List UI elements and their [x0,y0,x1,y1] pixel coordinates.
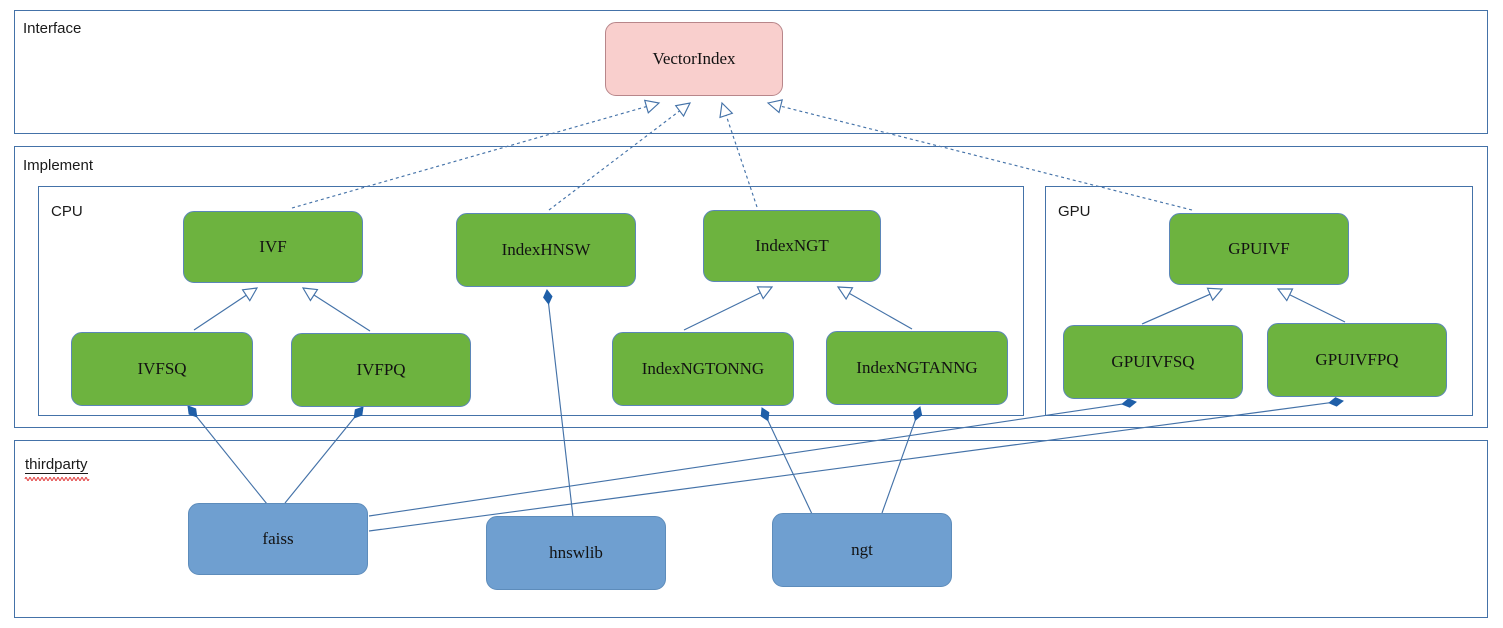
container-label-thirdparty: thirdparty [25,456,88,474]
hollow-triangle-arrowhead [301,287,319,302]
container-label-gpu: GPU [1058,203,1091,220]
edge-line [548,110,680,211]
edge-line [767,420,813,515]
class-node-label: faiss [262,529,294,548]
hollow-triangle-arrowhead [643,99,661,114]
filled-diamond-arrowhead [353,406,364,419]
class-node-indexngtanng[interactable]: IndexNGTANNG [826,331,1008,405]
edge-line [368,402,1330,532]
edge-ivf-vectorindex [291,99,661,209]
class-node-ivfpq[interactable]: IVFPQ [291,333,471,407]
edge-line [368,403,1123,517]
hollow-triangle-arrowhead [756,286,774,300]
edge-gpuivfsq-gpuivf [1141,287,1224,325]
hollow-triangle-arrowhead [674,102,692,118]
filled-diamond-arrowhead [543,289,553,305]
class-node-label: IVFPQ [356,360,406,379]
class-node-ngt[interactable]: ngt [772,513,952,587]
edge-line [193,294,247,331]
edge-faiss-ivfpq [284,406,364,504]
edge-ngtanng-indexngt [836,286,913,330]
edge-line [291,106,647,209]
edge-faiss-ivfsq [187,405,268,505]
class-node-gpuivf[interactable]: GPUIVF [1169,213,1349,285]
filled-diamond-arrowhead [187,405,198,418]
container-implement: Implement [14,146,1488,428]
filled-diamond-arrowhead [1121,398,1137,408]
container-thirdparty: thirdparty [14,440,1488,618]
edge-line [1141,293,1211,325]
edge-ivfsq-ivf [193,287,259,331]
edge-ngt-ngtanng [881,406,923,514]
edge-ngt-ngtonng [760,407,813,515]
edge-line [849,292,913,330]
class-node-vectorindex[interactable]: VectorIndex [605,22,783,96]
class-node-label: GPUIVFPQ [1315,350,1399,369]
class-node-indexngtonng[interactable]: IndexNGTONNG [612,332,794,406]
class-node-label: GPUIVFSQ [1111,352,1195,371]
edge-line [683,292,761,331]
hollow-triangle-arrowhead [836,286,854,301]
hollow-triangle-arrowhead [719,101,734,119]
hollow-triangle-arrowhead [766,99,783,114]
filled-diamond-arrowhead [913,406,923,422]
edge-line [196,416,268,505]
hollow-triangle-arrowhead [241,287,259,302]
class-node-label: IndexNGT [755,236,829,255]
class-node-ivf[interactable]: IVF [183,211,363,283]
class-node-faiss[interactable]: faiss [188,503,368,575]
filled-diamond-arrowhead [1328,397,1344,407]
class-node-label: hnswlib [549,543,603,562]
class-node-gpuivfsq[interactable]: GPUIVFSQ [1063,325,1243,399]
edge-line [548,303,574,518]
hollow-triangle-arrowhead [1276,288,1294,302]
class-node-indexhnsw[interactable]: IndexHNSW [456,213,636,287]
class-node-hnswlib[interactable]: hnswlib [486,516,666,590]
class-node-label: ngt [851,540,873,559]
class-node-label: IVF [259,237,287,256]
container-cpu: CPU [38,186,1024,416]
edge-indexhnsw-vectorindex [548,102,692,211]
container-gpu: GPU [1045,186,1473,416]
class-node-label: IndexNGTONNG [641,359,765,378]
edge-line [725,115,758,208]
edge-indexngt-vectorindex [719,101,758,208]
container-label-cpu: CPU [51,203,83,220]
edge-line [1289,294,1346,323]
container-label-interface: Interface [23,20,82,37]
edge-faiss-gpuivfpq [368,397,1344,532]
edge-line [780,105,1193,211]
edge-line [881,419,916,514]
hollow-triangle-arrowhead [1206,287,1224,302]
edge-gpuivfpq-gpuivf [1276,288,1346,323]
class-node-ivfsq[interactable]: IVFSQ [71,332,253,406]
class-node-label: VectorIndex [652,49,736,68]
class-node-label: IVFSQ [137,359,187,378]
container-label-implement: Implement [23,157,94,174]
edge-hnswlib-indexhnsw [543,289,574,518]
edge-ngtonng-indexngt [683,286,774,331]
class-node-gpuivfpq[interactable]: GPUIVFPQ [1267,323,1447,397]
container-interface: Interface [14,10,1488,134]
edge-ivfpq-ivf [301,287,371,332]
edge-line [313,294,371,332]
class-node-indexngt[interactable]: IndexNGT [703,210,881,282]
edge-gpuivf-vectorindex [766,99,1193,211]
spellcheck-underline [24,477,90,481]
edge-line [284,417,355,504]
edge-faiss-gpuivfsq [368,398,1137,517]
filled-diamond-arrowhead [760,407,770,422]
class-node-label: IndexNGTANNG [856,358,978,377]
class-node-label: IndexHNSW [501,240,591,259]
class-node-label: GPUIVF [1228,239,1290,258]
